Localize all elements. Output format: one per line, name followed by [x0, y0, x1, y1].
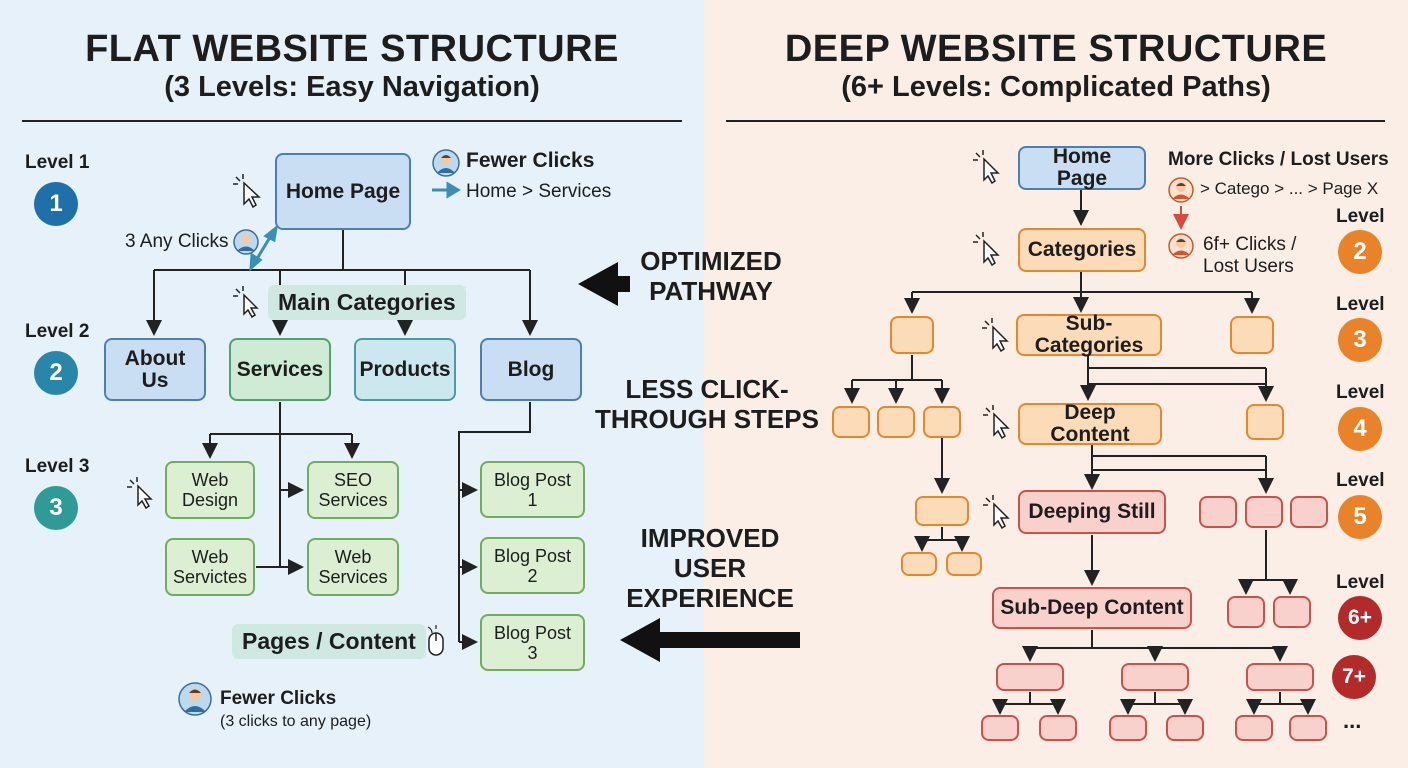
more-clicks-text: More Clicks / Lost Users: [1168, 149, 1389, 170]
level-7-right-badge: 7+: [1332, 655, 1376, 699]
empty-page-node[interactable]: [1246, 663, 1314, 691]
blog-post-3-node[interactable]: Blog Post 3: [480, 614, 585, 671]
blog-post-1-node[interactable]: Blog Post 1: [480, 461, 585, 518]
empty-page-node[interactable]: [1230, 316, 1274, 354]
blog-node[interactable]: Blog: [480, 338, 582, 401]
sub-categories-node[interactable]: Sub-Categories: [1016, 313, 1162, 357]
pages-content-label: Pages / Content: [232, 624, 426, 659]
services-node[interactable]: Services: [229, 338, 331, 401]
seo-services-node[interactable]: SEO Services: [307, 461, 399, 519]
level-6-right-badge: 6+: [1338, 596, 1382, 640]
empty-page-node[interactable]: [915, 496, 969, 526]
cursor-click-icon: [973, 232, 1000, 266]
empty-page-node[interactable]: [1246, 404, 1284, 440]
cursor-click-icon: [127, 477, 153, 509]
user-avatar-icon: [178, 682, 212, 716]
empty-page-node[interactable]: [1109, 715, 1147, 741]
deep-home-page-node[interactable]: Home Page: [1018, 146, 1146, 190]
products-node[interactable]: Products: [354, 338, 456, 401]
fewer-clicks-note: (3 clicks to any page): [220, 713, 372, 730]
cursor-click-icon: [973, 150, 1000, 184]
path-home-services: Home > Services: [466, 181, 612, 202]
improved-experience-text: IMPROVED USER EXPERIENCE: [626, 523, 794, 613]
user-avatar-icon: [233, 229, 259, 255]
level-2-badge: 2: [34, 351, 78, 395]
level-5-right-label: Level: [1336, 470, 1385, 491]
empty-page-node[interactable]: [1121, 663, 1189, 691]
optimized-pathway-text: OPTIMIZED PATHWAY: [640, 246, 782, 306]
empty-page-node[interactable]: [890, 316, 934, 354]
empty-page-node[interactable]: [923, 406, 961, 438]
lost-users-line-1: 6f+ Clicks /: [1203, 234, 1297, 255]
fewer-clicks-bottom: Fewer Clicks: [220, 688, 337, 709]
categories-node[interactable]: Categories: [1018, 228, 1146, 272]
less-steps-text: LESS CLICK-THROUGH STEPS: [595, 374, 819, 434]
empty-page-node[interactable]: [1235, 715, 1273, 741]
deeping-still-node[interactable]: Deeping Still: [1018, 490, 1166, 534]
cursor-click-icon: [982, 318, 1009, 352]
about-us-node[interactable]: About Us: [104, 338, 206, 401]
level-4-right-badge: 4: [1338, 407, 1382, 451]
level-6-right-label: Level: [1336, 572, 1385, 593]
level-3-right-label: Level: [1336, 294, 1385, 315]
empty-page-node[interactable]: [832, 406, 870, 438]
ellipsis-text: ...: [1343, 708, 1362, 733]
sub-deep-content-node[interactable]: Sub-Deep Content: [992, 587, 1192, 629]
empty-page-node[interactable]: [1290, 496, 1328, 528]
level-4-right-label: Level: [1336, 382, 1385, 403]
empty-page-node[interactable]: [1227, 596, 1265, 628]
fewer-clicks-top: Fewer Clicks: [466, 149, 595, 172]
deep-content-node[interactable]: Deep Content: [1018, 402, 1162, 446]
web-design-node[interactable]: Web Design: [165, 461, 255, 519]
level-3-right-badge: 3: [1338, 318, 1382, 362]
level-3-badge: 3: [34, 486, 78, 530]
deep-structure-panel: [704, 0, 1408, 768]
empty-page-node[interactable]: [946, 552, 982, 576]
level-5-right-badge: 5: [1338, 495, 1382, 539]
level-1-label: Level 1: [25, 152, 90, 173]
user-avatar-icon: [432, 149, 460, 177]
empty-page-node[interactable]: [901, 552, 937, 576]
level-2-right-label: Level: [1336, 206, 1385, 227]
blog-post-2-node[interactable]: Blog Post 2: [480, 537, 585, 594]
any-clicks-text: 3 Any Clicks: [125, 231, 229, 252]
empty-page-node[interactable]: [1166, 715, 1204, 741]
empty-page-node[interactable]: [981, 715, 1019, 741]
empty-page-node[interactable]: [996, 663, 1064, 691]
level-2-right-badge: 2: [1338, 230, 1382, 274]
right-title: DEEP WEBSITE STRUCTURE: [784, 28, 1328, 70]
home-page-node[interactable]: Home Page: [275, 153, 411, 230]
empty-page-node[interactable]: [877, 406, 915, 438]
level-1-badge: 1: [34, 182, 78, 226]
level-2-label: Level 2: [25, 321, 90, 342]
empty-page-node[interactable]: [1245, 496, 1283, 528]
web-services-node[interactable]: Web Services: [307, 538, 399, 596]
cursor-click-icon: [233, 286, 259, 318]
web-servictes-node[interactable]: Web Servictes: [165, 538, 255, 596]
cursor-click-icon: [983, 495, 1010, 529]
main-categories-label: Main Categories: [268, 285, 466, 320]
empty-page-node[interactable]: [1199, 496, 1237, 528]
level-3-label: Level 3: [25, 456, 90, 477]
lost-users-line-2: Lost Users: [1203, 256, 1294, 277]
empty-page-node[interactable]: [1289, 715, 1327, 741]
user-avatar-icon: [1168, 233, 1194, 259]
empty-page-node[interactable]: [1273, 596, 1311, 628]
user-avatar-icon: [1168, 177, 1194, 203]
mouse-icon: [427, 625, 444, 656]
right-subtitle: (6+ Levels: Complicated Paths): [841, 71, 1271, 103]
deep-path-text: > Catego > ... > Page X: [1200, 179, 1379, 198]
cursor-click-icon: [983, 405, 1010, 439]
left-title: FLAT WEBSITE STRUCTURE: [85, 28, 619, 70]
cursor-click-icon: [233, 174, 261, 208]
left-subtitle: (3 Levels: Easy Navigation): [164, 71, 540, 103]
empty-page-node[interactable]: [1039, 715, 1077, 741]
